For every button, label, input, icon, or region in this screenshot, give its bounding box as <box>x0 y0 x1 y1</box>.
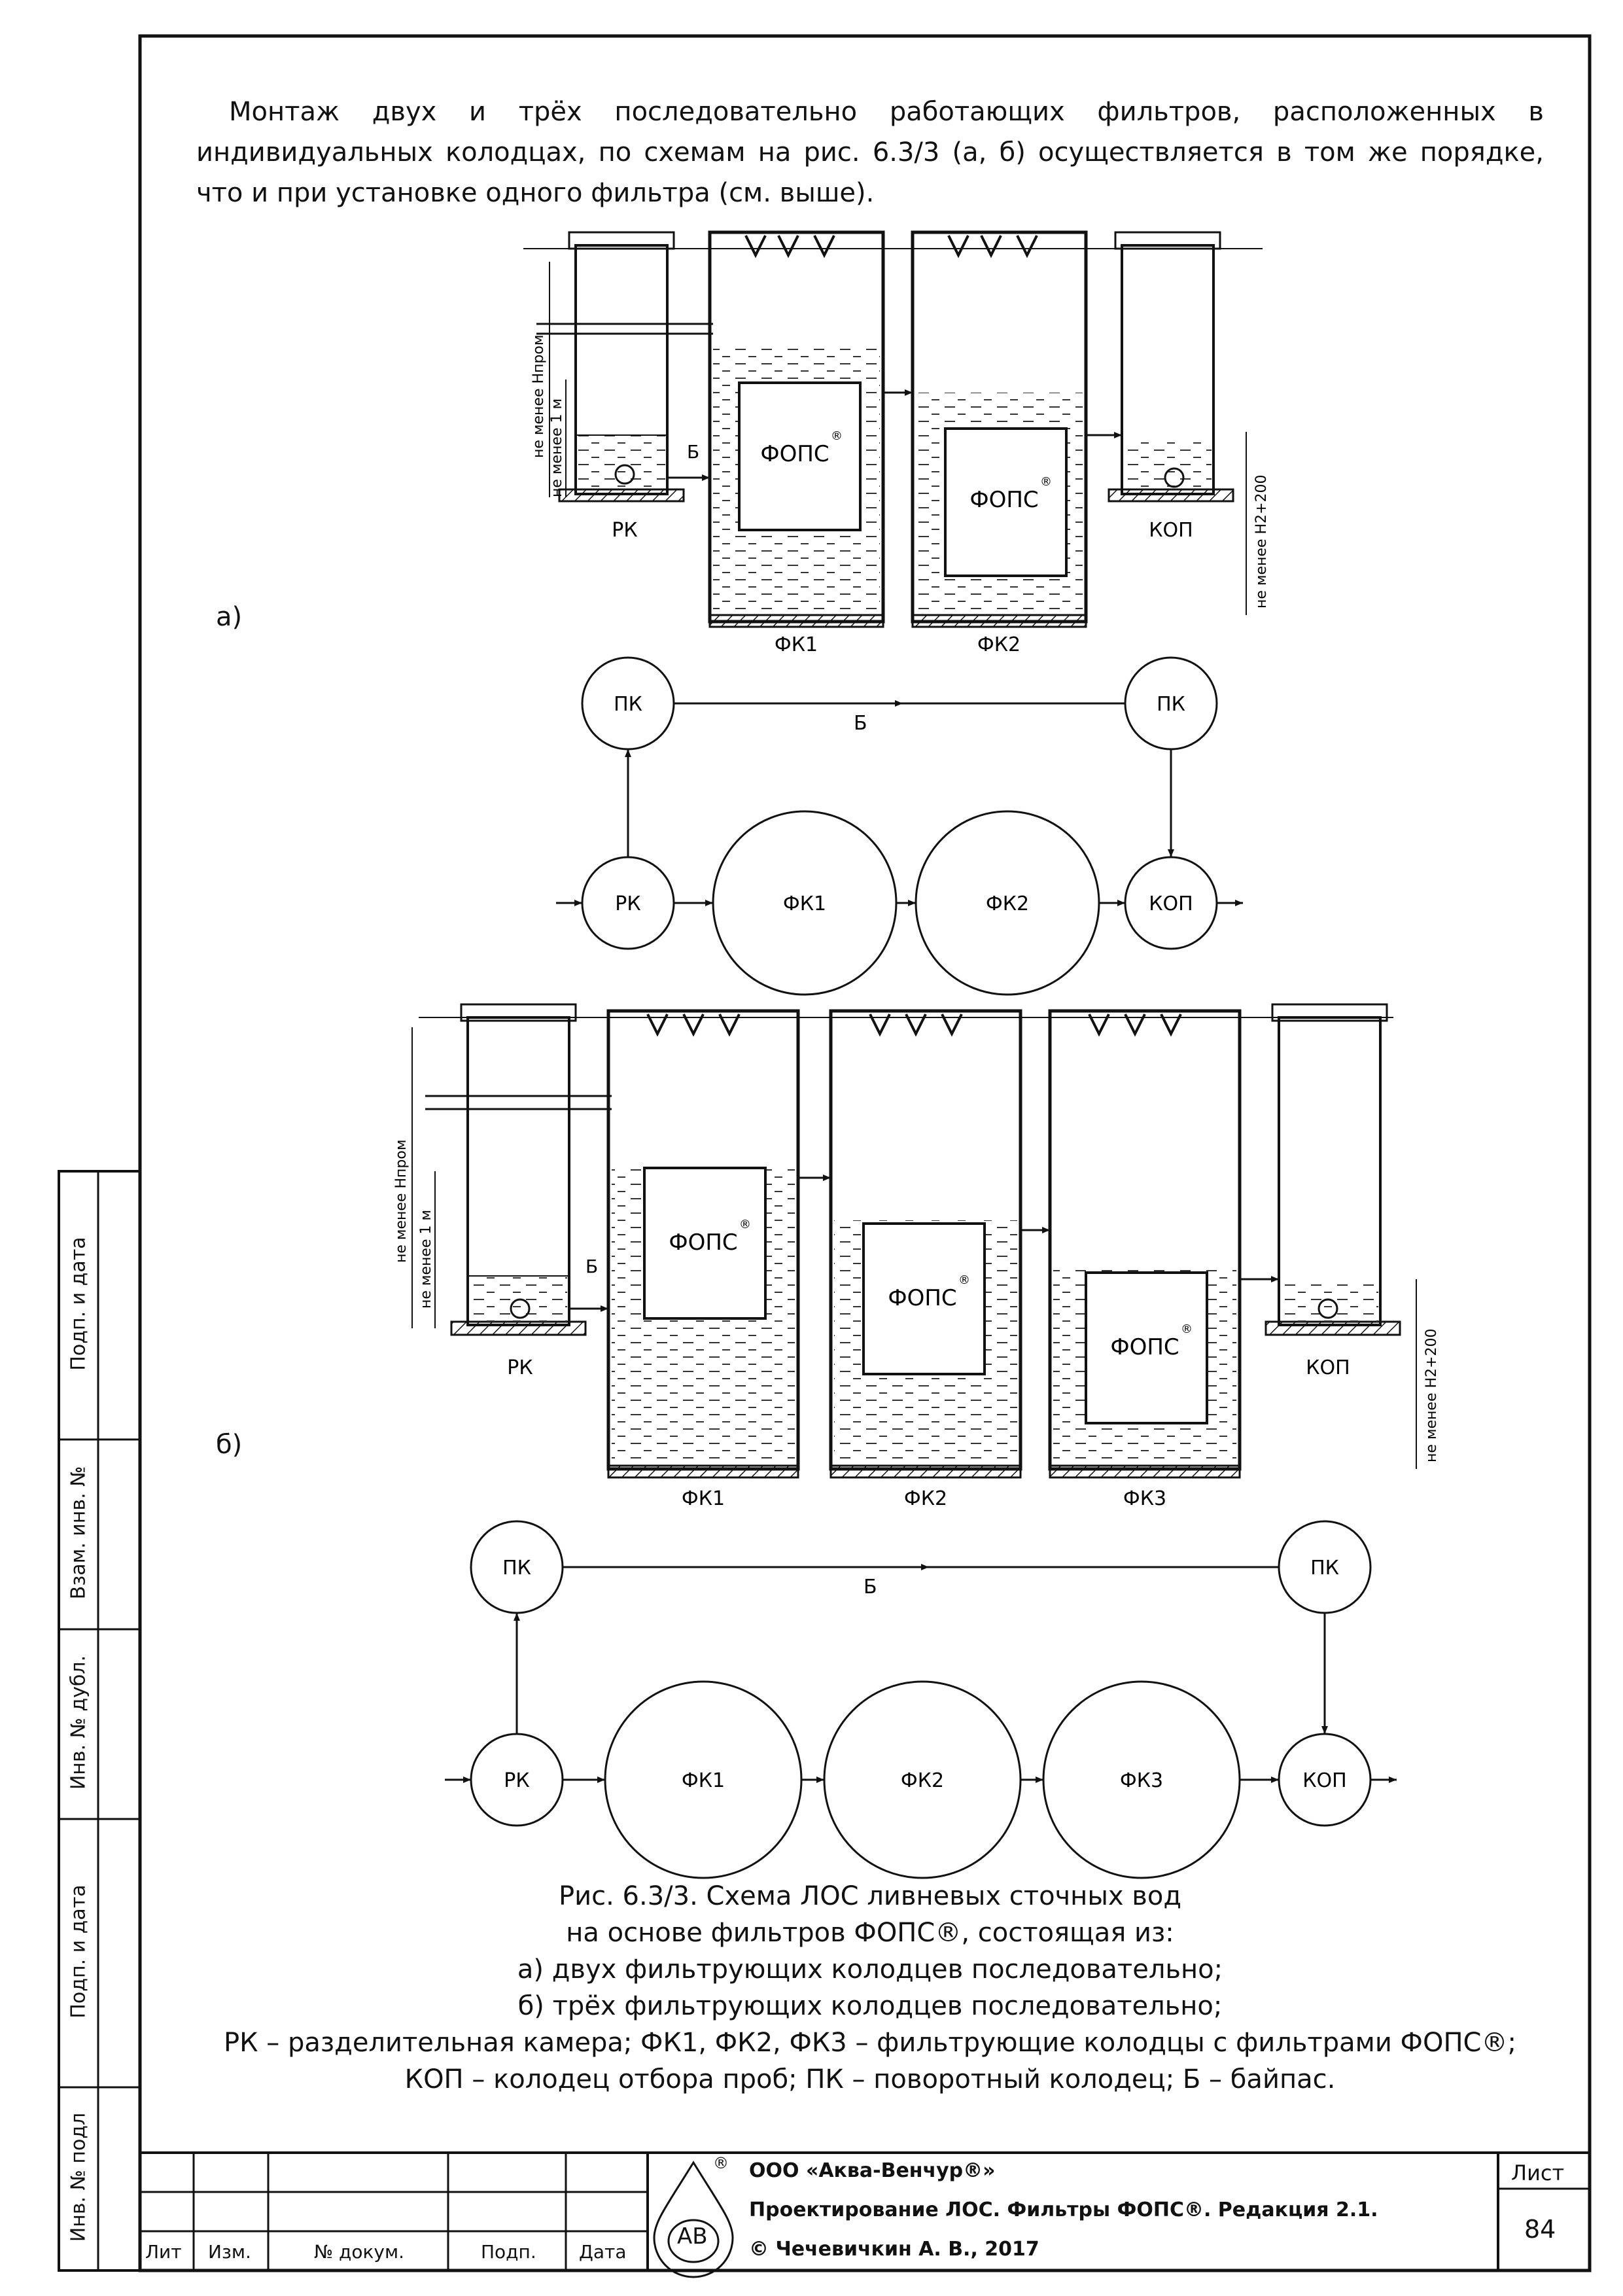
intro-paragraph: Монтаж двух и трёх последовательно работ… <box>196 92 1544 213</box>
page-frame <box>58 34 1592 2272</box>
fig-a-reg-mark-1: ® <box>831 429 843 443</box>
company-logo <box>653 2161 734 2278</box>
caption-line-3: а) двух фильтрующих колодцев последовате… <box>517 1954 1223 1985</box>
fig-a-dim-h-prom: не менее Нпром <box>531 335 547 458</box>
caption-line-2: на основе фильтров ФОПС®, состоящая из: <box>566 1918 1174 1948</box>
figure-b-label: б) <box>216 1430 243 1460</box>
fig-b-filter-label-2: ФОПС <box>888 1285 956 1311</box>
fig-a-reg-mark-2: ® <box>1040 475 1052 489</box>
tb-col-sign: Подп. <box>481 2241 536 2263</box>
fig-b-node-pk-right: ПК <box>1310 1557 1339 1580</box>
tb-col-izm: Изм. <box>208 2241 251 2263</box>
fig-a-node-pk-left: ПК <box>614 693 642 716</box>
fig-a-filter-label-2: ФОПС <box>969 487 1038 513</box>
caption-line-5: РК – разделительная камера; ФК1, ФК2, ФК… <box>224 2028 1516 2058</box>
fig-a-label-kop: КОП <box>1149 519 1193 542</box>
fig-a-filter-label-1: ФОПС <box>760 441 829 467</box>
fig-b-bypass-label: Б <box>585 1256 598 1277</box>
fig-b-label-fk1: ФК1 <box>682 1487 725 1510</box>
side-label-original-inv: Инв. № подл <box>67 2112 90 2242</box>
tb-logo-mark: ® <box>713 2154 729 2172</box>
fig-b-reg-mark-2: ® <box>958 1273 970 1287</box>
fig-b-node-kop: КОП <box>1302 1769 1346 1792</box>
fig-a-node-kop: КОП <box>1149 892 1193 915</box>
fig-b-node-fk2: ФК2 <box>901 1769 944 1792</box>
fig-a-node-fk1: ФК1 <box>783 892 826 915</box>
figure-b-section-drawing <box>411 1003 1417 1479</box>
figure-a-label: а) <box>216 602 243 632</box>
tb-sheet-number: 84 <box>1524 2215 1556 2244</box>
fig-b-dim-h-prom: не менее Нпром <box>393 1140 410 1263</box>
caption-line-4: б) трёх фильтрующих колодцев последовате… <box>517 1991 1223 2021</box>
fig-a-node-fk2: ФК2 <box>986 892 1029 915</box>
fig-a-node-pk-right: ПК <box>1157 693 1185 716</box>
tb-col-doc: № докум. <box>314 2241 405 2263</box>
fig-b-node-pk-left: ПК <box>502 1557 531 1580</box>
side-label-dup-inv: Инв. № дубл. <box>67 1655 90 1790</box>
fig-a-dim-1m: не менее 1 м <box>549 398 565 497</box>
tb-copyright: © Чечевичкин А. В., 2017 <box>749 2238 1039 2261</box>
side-label-replaced-inv: Взам. инв. № <box>67 1466 90 1600</box>
tb-logo-text: АВ <box>677 2223 708 2250</box>
fig-a-label-rk: РК <box>612 519 637 542</box>
figure-b-flow-scheme <box>445 1520 1397 1879</box>
fig-b-dim-1m: не менее 1 м <box>418 1210 434 1309</box>
tb-company: ООО «Аква-Венчур®» <box>749 2159 996 2182</box>
fig-b-node-fk1: ФК1 <box>682 1769 725 1792</box>
fig-b-dim-h2: не менее Н2+200 <box>1423 1329 1440 1462</box>
intro-text: Монтаж двух и трёх последовательно работ… <box>196 97 1544 208</box>
fig-a-label-fk1: ФК1 <box>775 633 818 656</box>
fig-b-reg-mark-1: ® <box>739 1218 751 1231</box>
fig-b-label-kop: КОП <box>1306 1356 1350 1379</box>
fig-b-filter-label-1: ФОПС <box>669 1229 737 1256</box>
tb-sheet-label: Лист <box>1511 2161 1565 2185</box>
fig-b-node-rk: РК <box>504 1769 529 1792</box>
fig-b-scheme-bypass: Б <box>864 1576 877 1598</box>
fig-b-label-rk: РК <box>507 1356 532 1379</box>
caption-line-1: Рис. 6.3/3. Схема ЛОС ливневых сточных в… <box>559 1881 1181 1911</box>
tb-col-lit: Лит <box>145 2241 182 2263</box>
caption-line-6: КОП – колодец отбора проб; ПК – поворотн… <box>404 2064 1336 2094</box>
tb-project: Проектирование ЛОС. Фильтры ФОПС®. Редак… <box>749 2199 1378 2221</box>
fig-b-filter-label-3: ФОПС <box>1110 1334 1179 1360</box>
side-label-sign-date-1: Подп. и дата <box>67 1237 90 1371</box>
fig-a-label-fk2: ФК2 <box>977 633 1021 656</box>
fig-b-label-fk3: ФК3 <box>1123 1487 1166 1510</box>
fig-b-node-fk3: ФК3 <box>1120 1769 1163 1792</box>
figure-caption: Рис. 6.3/3. Схема ЛОС ливневых сточных в… <box>196 1878 1544 2098</box>
fig-a-dim-h2: не менее Н2+200 <box>1253 475 1270 609</box>
fig-a-bypass-label: Б <box>687 441 699 463</box>
figure-a-flow-scheme <box>556 656 1243 996</box>
tb-col-date: Дата <box>579 2241 627 2263</box>
figure-a-section-drawing <box>523 230 1263 628</box>
fig-b-reg-mark-3: ® <box>1181 1322 1193 1336</box>
fig-a-scheme-bypass: Б <box>854 712 867 735</box>
fig-b-label-fk2: ФК2 <box>904 1487 947 1510</box>
fig-a-node-rk: РК <box>615 892 640 915</box>
side-label-sign-date-2: Подп. и дата <box>67 1884 90 2019</box>
